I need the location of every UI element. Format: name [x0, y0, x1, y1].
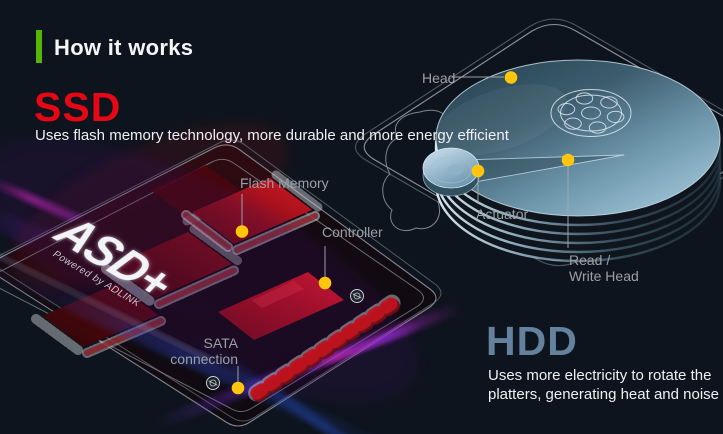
- ssd-board-outline-outer: [0, 144, 437, 427]
- label-read-write-head: Read / Write Head: [569, 252, 639, 284]
- sata-connector: [243, 294, 401, 406]
- hdd-illustration: [354, 18, 723, 267]
- ssd-description: Uses flash memory technology, more durab…: [35, 126, 509, 145]
- hdd-case-outline: [363, 23, 723, 262]
- marker-read-write-head: [561, 153, 575, 167]
- hdd-description: Uses more electricity to rotate the plat…: [488, 366, 723, 404]
- label-actuator: Actuator: [476, 206, 529, 222]
- marker-controller: [318, 276, 332, 290]
- platter-sheen: [432, 84, 568, 156]
- label-read-write-line1: Read /: [569, 252, 611, 268]
- ssd-heading: SSD: [34, 84, 122, 130]
- callout-lines: [237, 76, 569, 384]
- ssd-description-line2: and more energy efficient: [339, 127, 509, 144]
- label-read-write-line2: Write Head: [569, 268, 639, 284]
- hdd-spindle-hub: [550, 89, 632, 137]
- label-sata-connection: SATA connection: [147, 335, 238, 367]
- marker-actuator: [471, 164, 485, 178]
- label-controller: Controller: [322, 224, 383, 240]
- accent-bar: [36, 30, 42, 63]
- label-sata-line2: connection: [170, 351, 238, 367]
- screw-icons: [206, 289, 364, 390]
- hdd-description-line1: Uses more electricity to rotate the: [488, 367, 712, 384]
- label-flash-memory: Flash Memory: [240, 175, 329, 191]
- hdd-case-outline-outer: [354, 18, 723, 267]
- ssd-board-outline-inner: [0, 158, 424, 412]
- marker-flash-memory: [235, 225, 249, 238]
- hdd-actuator: [422, 147, 480, 197]
- hdd-heading: HDD: [486, 318, 578, 364]
- page-title: How it works: [54, 35, 194, 60]
- light-streaks-over: [0, 137, 464, 434]
- label-sata-line1: SATA: [203, 335, 239, 351]
- hdd-description-line2: platters, generating heat and noise: [488, 386, 719, 403]
- marker-sata: [231, 381, 245, 395]
- ssd-illustration: ASD+ Powered by ADLINK: [0, 122, 464, 434]
- label-head: Head: [422, 70, 456, 86]
- callout-markers: [231, 71, 575, 395]
- marker-head: [504, 71, 518, 84]
- hdd-top-platter: [435, 59, 721, 217]
- ssd-board-outline-double: [0, 139, 442, 422]
- ssd-description-line1: Uses flash memory technology, more durab…: [35, 127, 336, 144]
